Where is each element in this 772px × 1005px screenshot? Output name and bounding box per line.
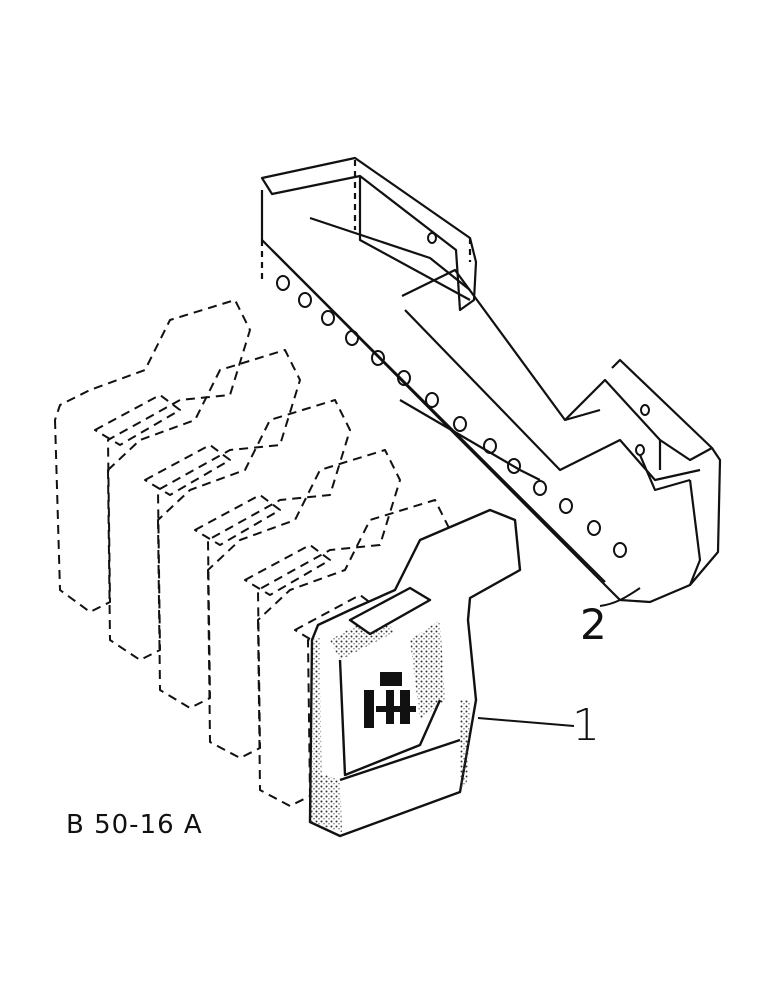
leader-line-1 [477, 717, 575, 727]
ih-logo-emblem [364, 672, 416, 728]
weight-bracket [260, 156, 722, 604]
bracket-holes [276, 232, 650, 558]
callout-2-label: 2 [580, 600, 607, 649]
callout-1-label: 1 [572, 700, 600, 751]
phantom-weights [54, 299, 451, 807]
leader-line-2 [599, 587, 641, 607]
figure-code: B 50-16 A [66, 810, 203, 840]
suitcase-weight [308, 508, 522, 838]
callout-leaders [477, 587, 641, 727]
